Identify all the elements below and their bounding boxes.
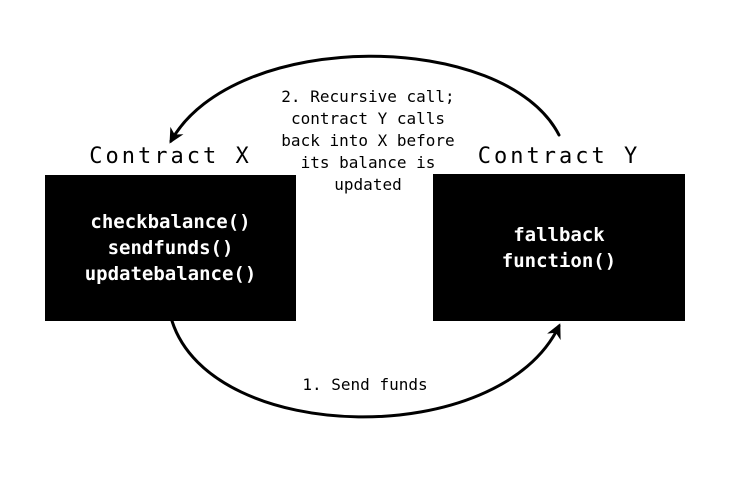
recursive-call-label: 2. Recursive call; contract Y calls back… xyxy=(238,86,498,196)
contract-x-function-updatebalance: updatebalance() xyxy=(84,263,257,285)
recursive-call-label-line-1: 2. Recursive call; xyxy=(281,87,455,106)
contract-y-title: Contract Y xyxy=(477,144,641,169)
contract-y-fallback-line: fallback xyxy=(513,223,605,246)
recursive-call-label-line-2: contract Y calls xyxy=(290,109,446,128)
contract-x-title: Contract X xyxy=(89,144,252,169)
recursive-call-arrow-icon xyxy=(169,54,561,144)
contract-y-box: fallback function() xyxy=(433,174,685,321)
send-funds-arrow-icon xyxy=(170,319,561,419)
contract-x-function-sendfunds: sendfunds() xyxy=(107,237,234,259)
recursive-call-label-line-5: updated xyxy=(334,175,402,194)
contract-x-function-checkbalance: checkbalance() xyxy=(90,211,251,233)
recursive-call-label-line-4: its balance is xyxy=(300,153,436,172)
contract-x-box: checkbalance() sendfunds() updatebalance… xyxy=(45,175,296,321)
recursive-call-label-line-3: back into X before xyxy=(281,131,455,150)
contract-y-function-line: function() xyxy=(501,249,617,272)
send-funds-label: 1. Send funds xyxy=(302,375,428,394)
